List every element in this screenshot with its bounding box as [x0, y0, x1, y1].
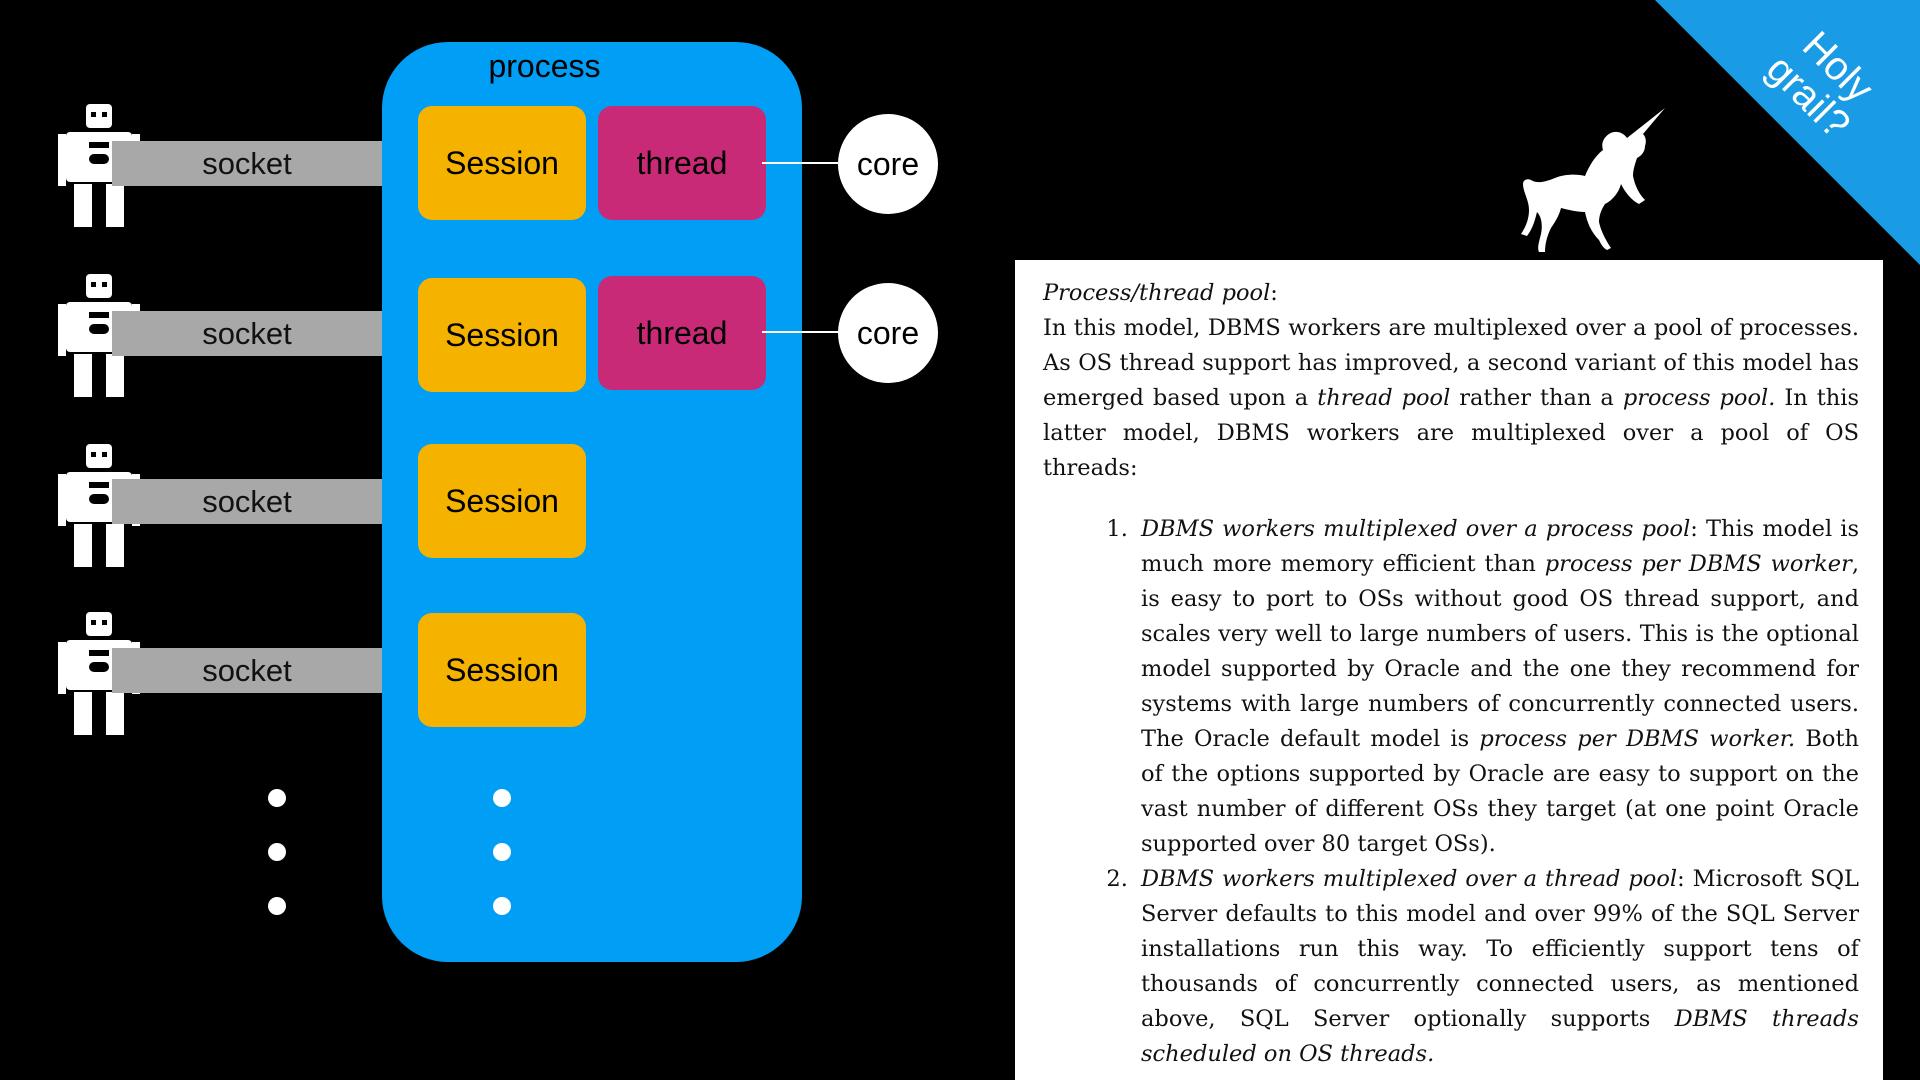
- thread-core-connector: [762, 331, 838, 333]
- ellipsis-dot: [493, 843, 511, 861]
- ellipsis-dot: [493, 789, 511, 807]
- ellipsis-dot: [493, 897, 511, 915]
- excerpt-heading: Process/thread pool:: [1043, 280, 1278, 306]
- list-item: DBMS workers multiplexed over a thread p…: [1135, 862, 1859, 1072]
- thread-box: thread: [598, 106, 766, 220]
- unicorn-icon: [1521, 108, 1665, 252]
- corner-banner: [1655, 0, 1920, 265]
- paper-excerpt: Process/thread pool: In this model, DBMS…: [1015, 260, 1883, 1080]
- socket-connection: [112, 648, 382, 693]
- socket-connection: [112, 141, 382, 186]
- list-item: DBMS workers multiplexed over a process …: [1135, 512, 1859, 862]
- socket-label: socket: [202, 146, 292, 181]
- core-circle: core: [838, 283, 938, 383]
- thread-core-connector: [762, 162, 838, 164]
- session-box: Session: [418, 444, 586, 558]
- excerpt-list: DBMS workers multiplexed over a process …: [1107, 512, 1859, 1072]
- thread-box: thread: [598, 276, 766, 390]
- socket-connection: [112, 479, 382, 524]
- ellipsis-dot: [268, 789, 286, 807]
- core-circle: core: [838, 114, 938, 214]
- session-box: Session: [418, 613, 586, 727]
- session-box: Session: [418, 106, 586, 220]
- robot-icon: [58, 444, 140, 567]
- ellipsis-dot: [268, 897, 286, 915]
- process-label: process: [488, 48, 601, 84]
- socket-label: socket: [202, 484, 292, 519]
- excerpt-intro: In this model, DBMS workers are multiple…: [1043, 315, 1859, 481]
- ellipsis-dot: [268, 843, 286, 861]
- socket-label: socket: [202, 653, 292, 688]
- socket-label: socket: [202, 316, 292, 351]
- session-box: Session: [418, 278, 586, 392]
- socket-connection: [112, 311, 382, 356]
